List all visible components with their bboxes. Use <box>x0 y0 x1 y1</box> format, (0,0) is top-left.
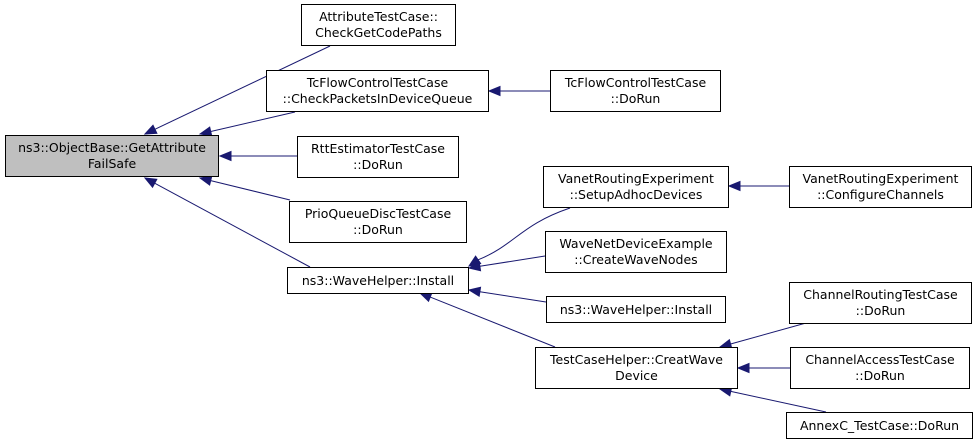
edge-install2-to-install <box>479 291 547 303</box>
node-label-line2: CheckGetCodePaths <box>315 25 442 40</box>
node-channelaccesstestcase-dorun[interactable]: ChannelAccessTestCase ::DoRun <box>790 347 970 389</box>
node-label-line2: ::DoRun <box>353 222 403 237</box>
node-label-line1: AnnexC_TestCase::DoRun <box>799 417 960 433</box>
node-label-line1: TestCaseHelper::CreatWave <box>550 352 723 367</box>
edge-helper-to-install-arrowhead <box>418 292 433 303</box>
node-channelroutingtestcase-dorun[interactable]: ChannelRoutingTestCase ::DoRun <box>789 282 972 324</box>
node-label-line1: VanetRoutingExperiment <box>558 171 714 186</box>
edge-tcflowcheck-to-root <box>210 111 296 133</box>
node-label-line1: RttEstimatorTestCase <box>310 141 445 156</box>
node-label-line1: ns3::ObjectBase::GetAttribute <box>18 140 206 155</box>
node-label-line1: ChannelRoutingTestCase <box>803 287 958 302</box>
node-label-line2: ::CheckPacketsInDeviceQueue <box>282 91 473 106</box>
edge-prio-to-root-arrowhead <box>198 175 213 186</box>
node-label-line2: ::DoRun <box>855 303 906 318</box>
node-wavenetdeviceexample-createwavenodes[interactable]: WaveNetDeviceExample ::CreateWaveNodes <box>545 231 727 273</box>
node-label-line2: ::DoRun <box>855 368 905 383</box>
edge-waveinstall-to-root-arrowhead <box>143 177 158 189</box>
node-label-line1: ChannelAccessTestCase <box>805 352 955 367</box>
node-annexctestcase-dorun[interactable]: AnnexC_TestCase::DoRun <box>786 412 973 439</box>
node-label-line1: VanetRoutingExperiment <box>802 171 959 186</box>
node-label-line1: TcFlowControlTestCase <box>306 75 449 90</box>
edge-attrtest-to-root-arrowhead <box>143 124 158 135</box>
node-label-line1: AttributeTestCase:: <box>319 9 438 24</box>
edge-waveexample-to-install <box>479 255 546 267</box>
edge-prio-to-root <box>210 180 291 201</box>
node-wavehelper-install[interactable]: ns3::WaveHelper::Install <box>287 267 469 294</box>
node-label-line2: ::SetupAdhocDevices <box>569 187 703 202</box>
edge-waveinstall-to-root <box>154 182 311 268</box>
edge-chanrouting-to-helper <box>730 322 807 345</box>
node-label-line2: ::DoRun <box>610 91 661 106</box>
node-vanetrouting-configurechannels[interactable]: VanetRoutingExperiment ::ConfigureChanne… <box>789 166 972 208</box>
edge-rtt-to-root-arrowhead <box>218 150 232 162</box>
node-prioqueuedisc-dorun[interactable]: PrioQueueDiscTestCase ::DoRun <box>289 201 467 243</box>
node-label-line1: PrioQueueDiscTestCase <box>304 206 452 221</box>
edge-vanetsetup-to-install <box>477 207 571 261</box>
edge-annexc-to-helper <box>730 390 827 413</box>
edge-attrtest-to-root <box>154 45 331 130</box>
edge-tcflowdorun-to-check-arrowhead <box>487 85 501 97</box>
edge-install2-to-install-arrowhead <box>467 286 482 297</box>
node-vanetrouting-setupadhocdevices[interactable]: VanetRoutingExperiment ::SetupAdhocDevic… <box>543 166 729 208</box>
node-getattributefailsafe: ns3::ObjectBase::GetAttribute FailSafe <box>5 135 219 177</box>
node-label-line1: WaveNetDeviceExample <box>559 236 713 251</box>
node-label-line1: ns3::WaveHelper::Install <box>301 272 455 288</box>
node-tcflowcontrol-dorun[interactable]: TcFlowControlTestCase ::DoRun <box>550 70 721 112</box>
node-tcflowcontrol-checkpackets[interactable]: TcFlowControlTestCase ::CheckPacketsInDe… <box>266 70 489 112</box>
edge-vanetconfig-to-setup-arrowhead <box>727 180 741 192</box>
node-label-line2: ::CreateWaveNodes <box>574 252 698 267</box>
node-wavehelper-install-overload[interactable]: ns3::WaveHelper::Install <box>546 296 726 323</box>
node-label-line2: Device <box>615 368 658 383</box>
node-attributetestcase-checkgetcodepaths[interactable]: AttributeTestCase:: CheckGetCodePaths <box>301 4 456 46</box>
node-testcasehelper-creatwavedevice[interactable]: TestCaseHelper::CreatWave Device <box>535 347 738 389</box>
edge-helper-to-install <box>430 296 556 348</box>
node-label-line2: FailSafe <box>87 156 137 171</box>
node-label-line1: TcFlowControlTestCase <box>564 75 707 90</box>
node-label-line1: ns3::WaveHelper::Install <box>559 301 713 317</box>
node-label-line2: ::DoRun <box>353 157 403 172</box>
node-rttestimator-dorun[interactable]: RttEstimatorTestCase ::DoRun <box>297 136 459 178</box>
node-label-line2: ::ConfigureChannels <box>817 187 944 202</box>
edge-chanaccess-to-helper-arrowhead <box>736 362 750 374</box>
